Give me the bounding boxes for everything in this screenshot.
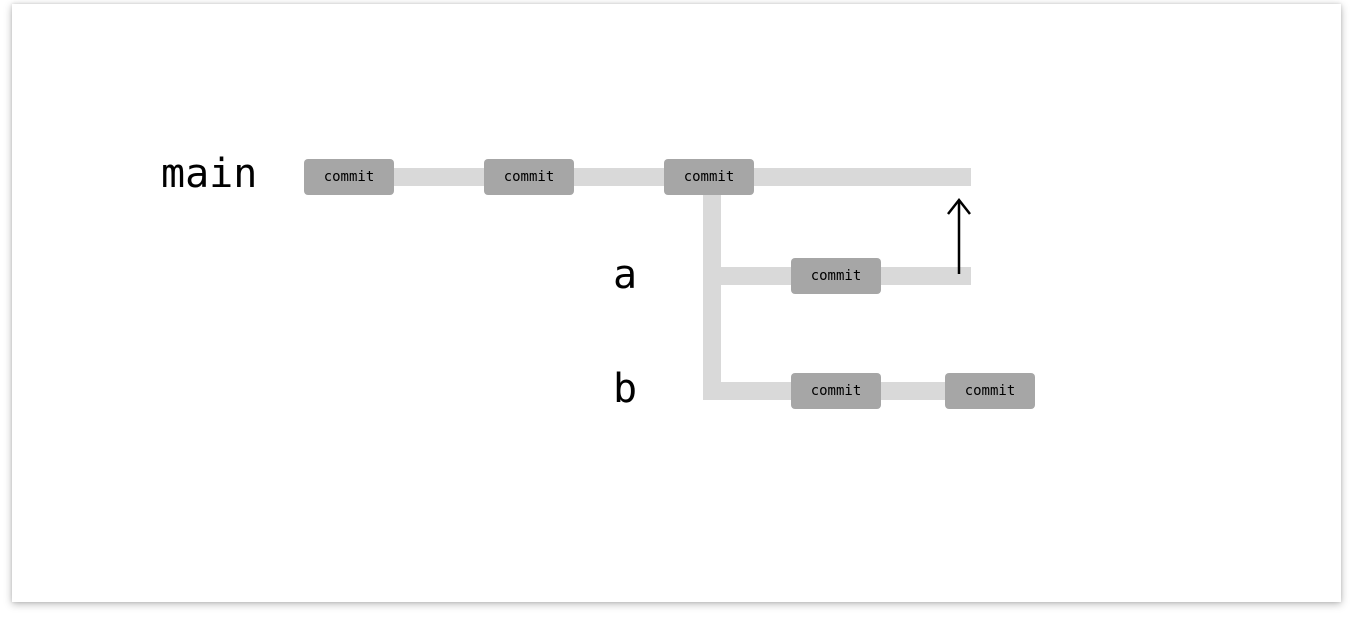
- main-commit-1[interactable]: commit: [304, 159, 394, 195]
- branch-connector-vertical: [703, 186, 721, 400]
- branch-b-commit-1[interactable]: commit: [791, 373, 881, 409]
- main-commit-3[interactable]: commit: [664, 159, 754, 195]
- branch-a-commit-1[interactable]: commit: [791, 258, 881, 294]
- branch-label-a: a: [613, 252, 638, 298]
- arrow-up-icon: [947, 197, 971, 274]
- main-commit-2[interactable]: commit: [484, 159, 574, 195]
- branch-b-commit-2[interactable]: commit: [945, 373, 1035, 409]
- diagram-card: [12, 4, 1341, 602]
- branch-label-main: main: [161, 151, 258, 197]
- main-branch-line: [304, 168, 971, 186]
- branch-label-b: b: [613, 366, 638, 412]
